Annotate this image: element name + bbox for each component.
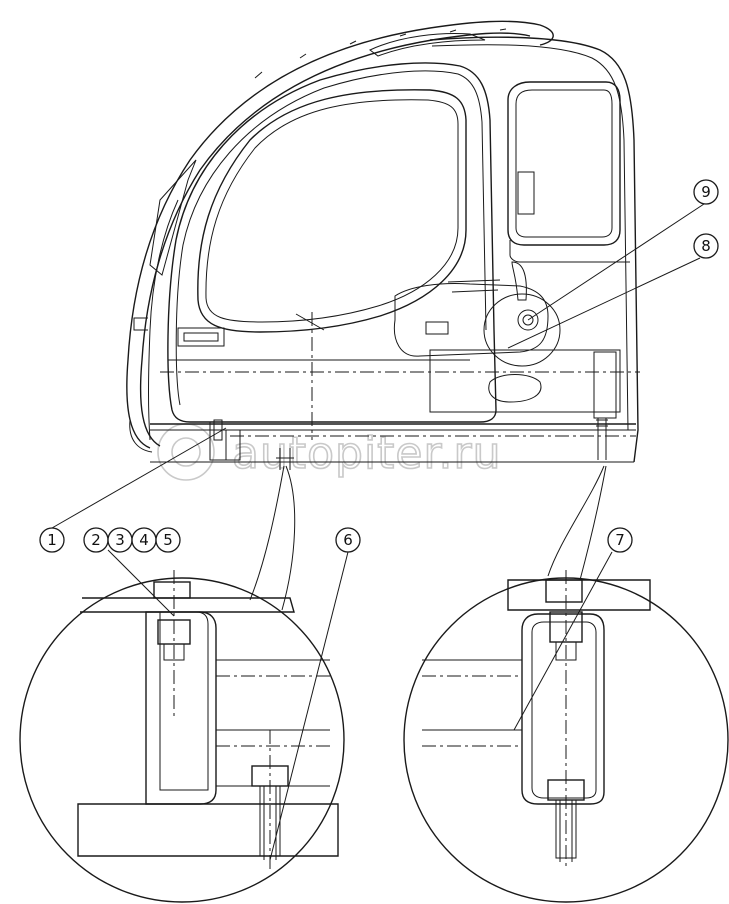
- callout-3-label: 3: [115, 531, 125, 549]
- callout-7-label: 7: [615, 531, 625, 549]
- callout-8-label: 8: [701, 237, 711, 255]
- callout-8: 8: [693, 233, 719, 259]
- callout-5: 5: [155, 527, 181, 553]
- callout-4: 4: [131, 527, 157, 553]
- callout-1-label: 1: [47, 531, 57, 549]
- callout-1: 1: [39, 527, 65, 553]
- callout-3: 3: [107, 527, 133, 553]
- callout-9-label: 9: [701, 183, 711, 201]
- callout-2: 2: [83, 527, 109, 553]
- callout-6-label: 6: [343, 531, 353, 549]
- cab-body: [126, 20, 640, 470]
- callout-leaders: [51, 203, 705, 861]
- callout-6: 6: [335, 527, 361, 553]
- detail-view-right: [403, 465, 729, 903]
- callout-5-label: 5: [163, 531, 173, 549]
- callout-4-label: 4: [139, 531, 149, 549]
- detail-view-left: [19, 465, 345, 903]
- callout-9: 9: [693, 179, 719, 205]
- callout-7: 7: [607, 527, 633, 553]
- callout-2-label: 2: [91, 531, 101, 549]
